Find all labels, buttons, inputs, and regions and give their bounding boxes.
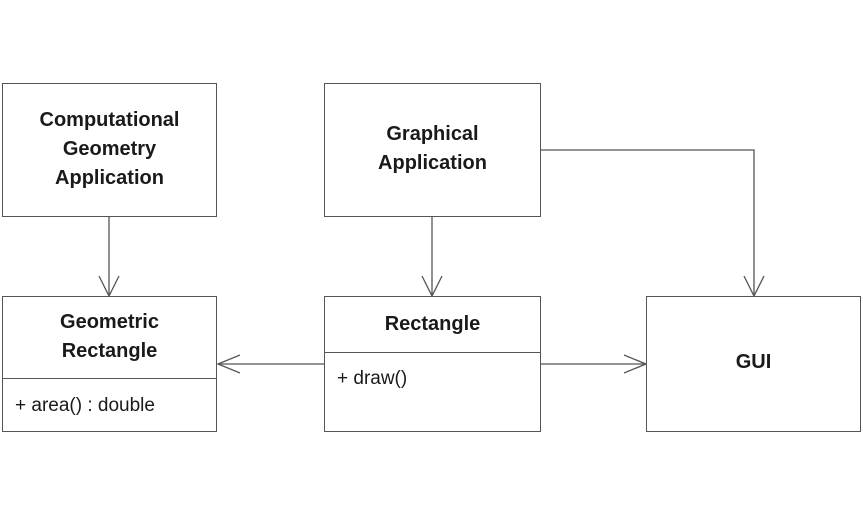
- compartment-divider: [325, 352, 540, 353]
- class-graphical-application: Graphical Application: [324, 83, 541, 217]
- class-gui: GUI: [646, 296, 861, 432]
- dependency-graphical-to-rectangle: [421, 216, 443, 298]
- dependency-graphical-to-gui: [540, 149, 765, 298]
- dependency-rectangle-to-gui: [540, 354, 648, 374]
- class-name: GUI: [735, 351, 772, 373]
- method-area: + area() : double: [15, 395, 155, 416]
- dependency-rectangle-to-geometric-rectangle: [216, 354, 325, 374]
- class-rectangle: Rectangle + draw(): [324, 296, 541, 432]
- class-geometric-rectangle: Geometric Rectangle + area() : double: [2, 296, 217, 432]
- method-draw: + draw(): [337, 368, 408, 389]
- class-name: Geometric Rectangle: [60, 311, 159, 362]
- class-name: Computational Geometry Application: [39, 109, 180, 189]
- class-name: Rectangle: [384, 313, 481, 335]
- class-computational-geometry-application: Computational Geometry Application: [2, 83, 217, 217]
- dependency-computational-to-geometric-rectangle: [98, 216, 120, 298]
- compartment-divider: [3, 378, 216, 379]
- class-name: Graphical Application: [378, 123, 487, 174]
